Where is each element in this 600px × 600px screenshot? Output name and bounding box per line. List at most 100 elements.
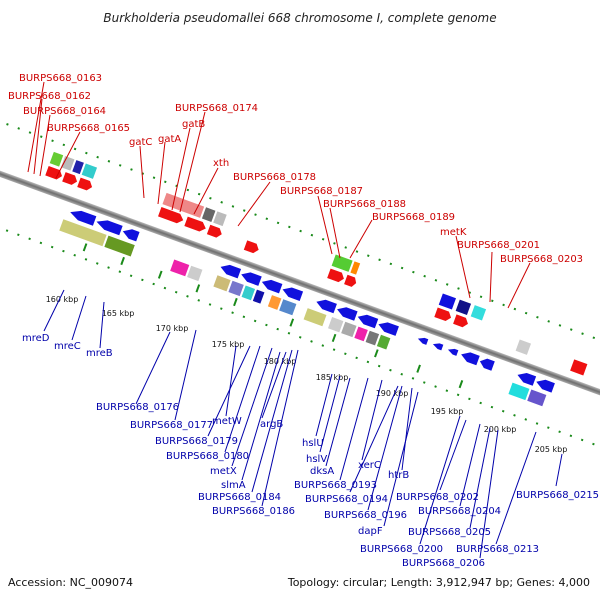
forward-arrow (453, 314, 468, 328)
reverse-gene-labels: mreD mreC mreB BURPS668_0176 BURPS668_01… (22, 333, 599, 569)
forward-arrow (62, 172, 78, 185)
gene-box (376, 334, 391, 350)
gene-label: BURPS668_0194 (305, 494, 388, 505)
gene-label: htrB (388, 470, 409, 481)
gene-label: BURPS668_0165 (47, 123, 130, 134)
reverse-arrow (517, 372, 537, 386)
forward-arrow (344, 274, 357, 287)
forward-arrow (434, 307, 452, 322)
gene-label: xth (213, 158, 229, 169)
forward-gene-labels: BURPS668_0163 BURPS668_0162 BURPS668_016… (8, 73, 583, 265)
gene-box (279, 299, 297, 316)
gene-label: BURPS668_0215 (516, 490, 599, 501)
gene-box (241, 285, 256, 301)
tick-label: 195 kbp (431, 407, 464, 416)
reverse-arrow (378, 322, 399, 336)
gene-label: BURPS668_0189 (372, 212, 455, 223)
reverse-arrow (282, 287, 304, 301)
gene-box (515, 339, 532, 355)
gene-label: dapF (358, 526, 383, 537)
reverse-arrow (96, 220, 123, 236)
gene-box (187, 265, 203, 282)
tick-marks (82, 243, 464, 389)
gene-label: BURPS668_0177 (130, 420, 213, 431)
gene-box (341, 321, 357, 338)
reverse-arrow (316, 299, 337, 314)
gene-label: mreB (86, 348, 113, 359)
tick-label: 200 kbp (484, 425, 517, 434)
tick-mark (195, 284, 201, 293)
gene-box (570, 359, 588, 376)
gene-label: BURPS668_0187 (280, 186, 363, 197)
reverse-arrow (417, 337, 429, 345)
tick-mark (233, 297, 238, 307)
gene-label: metW (212, 416, 242, 427)
gene-box (328, 317, 344, 333)
forward-arrow (327, 268, 344, 283)
gene-label: BURPS668_0164 (23, 106, 106, 117)
gene-label: BURPS668_0202 (396, 492, 479, 503)
gene-box (354, 326, 368, 342)
gene-label: hslV (306, 454, 327, 465)
tick-mark (157, 270, 163, 279)
reverse-arrow (432, 343, 444, 351)
gene-label: BURPS668_0204 (418, 506, 501, 517)
gene-box (59, 219, 107, 247)
gene-label: BURPS668_0180 (166, 451, 249, 462)
reverse-arrow (479, 358, 495, 371)
gene-box (104, 235, 135, 257)
gene-label: slmA (221, 480, 246, 491)
gene-label: BURPS668_0203 (500, 254, 583, 265)
reverse-arrow (357, 314, 379, 329)
accession-text: Accession: NC_009074 (8, 576, 133, 589)
gene-label: BURPS668_0193 (294, 480, 377, 491)
gene-box (331, 254, 353, 272)
tick-label: 180 kbp (264, 357, 297, 366)
gene-label: BURPS668_0179 (155, 436, 238, 447)
gene-box (350, 261, 361, 275)
forward-arrow (158, 207, 184, 224)
gene-box (470, 305, 487, 321)
forward-arrow (45, 165, 63, 180)
gene-label: BURPS668_0201 (457, 240, 540, 251)
gene-box (455, 299, 472, 316)
gene-label: mreC (54, 341, 81, 352)
gene-label: gatA (158, 134, 181, 145)
gene-label: BURPS668_0205 (408, 527, 491, 538)
gene-label: metK (440, 227, 467, 238)
tick-mark (458, 380, 464, 389)
tick-mark (374, 349, 379, 358)
gene-label: metX (210, 466, 237, 477)
tick-mark (82, 243, 88, 252)
gene-label: BURPS668_0200 (360, 544, 443, 555)
tick-label: 160 kbp (46, 295, 79, 304)
gene-box (49, 151, 64, 167)
reverse-leader-lines (43, 289, 563, 559)
forward-leader-lines (27, 81, 531, 309)
gene-box (527, 389, 547, 407)
tick-label: 170 kbp (156, 324, 189, 333)
gene-box (162, 192, 205, 218)
tick-labels: 160 kbp 165 kbp 170 kbp 175 kbp 180 kbp … (46, 295, 568, 454)
reverse-arrow (536, 379, 555, 393)
gene-label: mreD (22, 333, 50, 344)
gene-box (201, 207, 216, 222)
tick-label: 190 kbp (376, 389, 409, 398)
tick-mark (289, 318, 295, 327)
gene-box (72, 160, 84, 175)
gene-label: dksA (310, 466, 334, 477)
gene-label: BURPS668_0178 (233, 172, 316, 183)
forward-arrow (206, 224, 222, 238)
gene-label: BURPS668_0174 (175, 103, 258, 114)
tick-label: 165 kbp (102, 309, 135, 318)
reverse-genes (59, 210, 555, 407)
gene-label: BURPS668_0186 (212, 506, 295, 517)
tick-label: 185 kbp (316, 373, 349, 382)
forward-arrow (77, 177, 93, 191)
forward-arrow (243, 240, 259, 254)
gene-box (267, 295, 282, 310)
gene-label: argB (260, 419, 283, 430)
gene-label: BURPS668_0184 (198, 492, 281, 503)
reverse-arrow (447, 348, 459, 356)
gene-label: BURPS668_0162 (8, 91, 91, 102)
